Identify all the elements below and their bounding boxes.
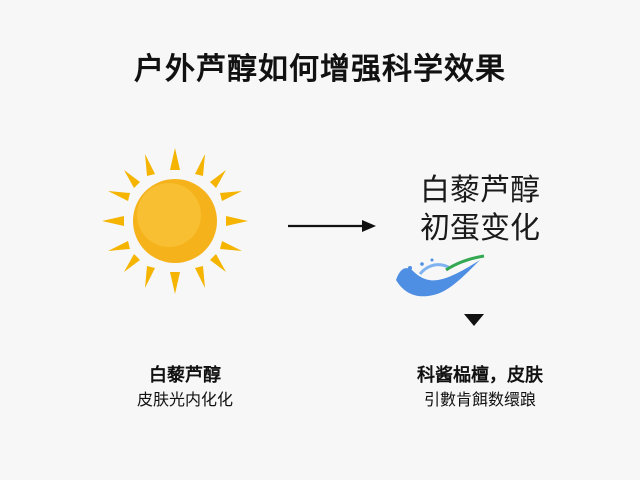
right-caption-line-2: 引數肯餌数缳踉 <box>423 390 536 409</box>
left-caption-line-1: 白藜芦醇 <box>149 365 221 386</box>
right-caption: 科酱榀檀，皮肤 引數肯餌数缳踉 <box>390 364 570 412</box>
sun-icon <box>102 148 248 294</box>
result-label: 白藜芦醇 初蛋变化 <box>400 172 560 248</box>
down-triangle-icon <box>464 314 484 326</box>
right-arrow-icon <box>288 220 376 232</box>
water-splash-icon <box>396 254 485 297</box>
result-label-line-1: 白藜芦醇 <box>420 173 540 208</box>
left-caption: 白藜芦醇 皮肤光内化化 <box>100 364 270 412</box>
left-caption-line-2: 皮肤光内化化 <box>136 390 233 409</box>
diagram-title: 户外芦醇如何增强科学效果 <box>134 52 506 87</box>
result-label-line-2: 初蛋变化 <box>420 211 540 246</box>
right-caption-line-1: 科酱榀檀，皮肤 <box>417 365 543 386</box>
